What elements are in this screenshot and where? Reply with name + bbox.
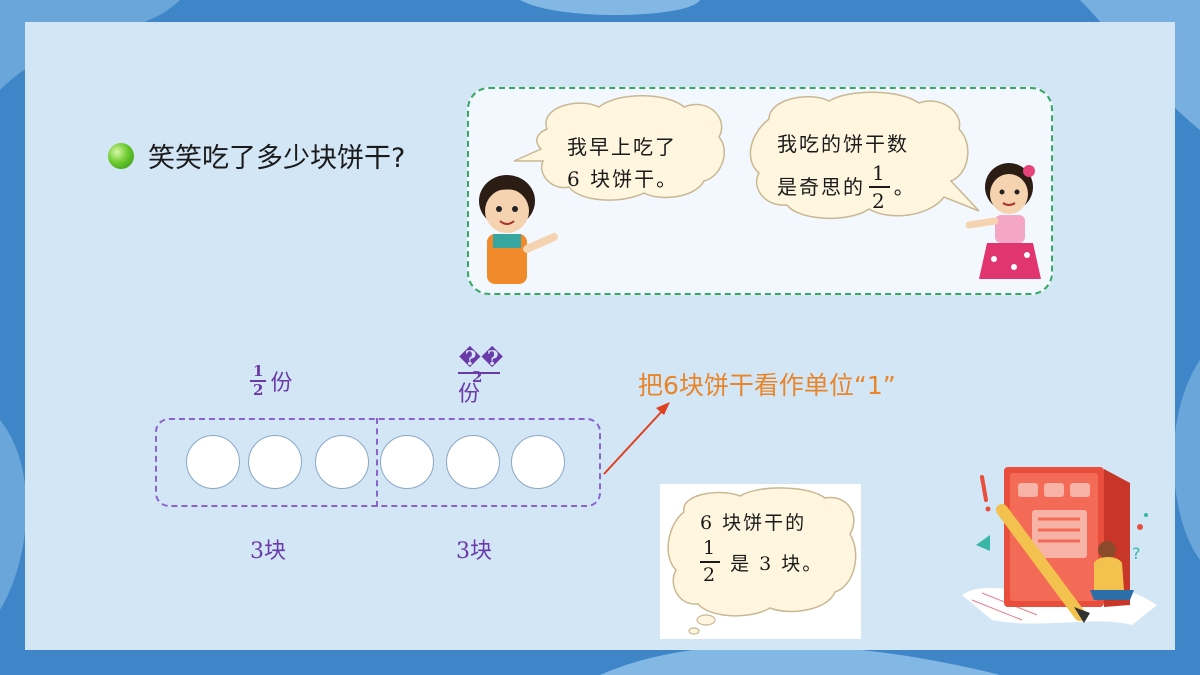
biscuit-group-box — [155, 418, 601, 507]
arrow-icon — [603, 402, 670, 475]
card-fraction-bar — [700, 561, 721, 563]
dialog-box: 我早上吃了 6 块饼干。 我吃的饼干数 是奇思的 1 2 。 — [467, 87, 1053, 295]
svg-text:?: ? — [1132, 544, 1141, 563]
girl-line-2-prefix: 是奇思的 — [777, 175, 865, 199]
left-half-label: 1 2 份 — [246, 364, 292, 398]
card-fraction: 1 2 — [700, 537, 721, 586]
left-fraction-bar — [250, 380, 267, 382]
biscuit-2 — [248, 435, 302, 489]
question-text: 笑笑吃了多少块饼干? — [148, 143, 406, 174]
girl-illustration — [965, 163, 1041, 279]
book-reading-illustration: ? — [962, 467, 1157, 625]
card-line-2: 1 2 是 3 块。 — [700, 539, 823, 585]
right-label-top: �� — [458, 346, 504, 370]
right-fraction-bar — [458, 372, 500, 374]
right-label-bottom: 2 份 — [456, 368, 506, 407]
card-fraction-numerator: 1 — [703, 537, 718, 559]
half-divider — [376, 418, 378, 507]
girl-line-1: 我吃的饼干数 — [777, 132, 909, 156]
green-dot-icon — [108, 142, 134, 169]
conclusion-card: 6 块饼干的 1 2 是 3 块。 — [660, 484, 861, 639]
card-text: 6 块饼干的 1 2 是 3 块。 — [700, 508, 823, 585]
girl-fraction-numerator: 1 — [872, 161, 887, 185]
right-half-unit: 份 — [458, 381, 481, 407]
card-line-1: 6 块饼干的 — [700, 512, 807, 534]
card-fraction-denominator: 2 — [703, 564, 718, 586]
biscuit-6 — [511, 435, 565, 489]
question-row: 笑笑吃了多少块饼干? — [108, 136, 405, 175]
girl-fraction: 1 2 — [869, 163, 890, 211]
biscuit-3 — [315, 435, 369, 489]
girl-line-2-suffix: 。 — [893, 175, 916, 199]
left-blocks-label: 3块 — [250, 539, 286, 564]
girl-line-2: 是奇思的 1 2 。 — [777, 163, 916, 211]
girl-speech-bubble — [749, 91, 980, 219]
boy-speech-bubble — [513, 95, 725, 201]
left-half-fraction: 1 2 — [250, 362, 267, 399]
boy-speech-text: 我早上吃了 6 块饼干。 — [567, 131, 678, 195]
right-blocks-label: 3块 — [456, 539, 492, 564]
biscuit-1 — [186, 435, 240, 489]
boy-line-1: 我早上吃了 — [567, 135, 677, 159]
boy-illustration — [479, 175, 558, 284]
biscuit-5 — [446, 435, 500, 489]
girl-fraction-bar — [869, 186, 890, 188]
left-half-unit: 份 — [270, 370, 293, 396]
boy-line-2: 6 块饼干。 — [567, 167, 679, 191]
girl-fraction-denominator: 2 — [872, 189, 887, 213]
left-fraction-numerator: 1 — [253, 362, 264, 380]
girl-speech-text: 我吃的饼干数 是奇思的 1 2 。 — [777, 129, 916, 211]
left-fraction-denominator: 2 — [253, 380, 264, 399]
right-fraction-denominator: 2 — [472, 367, 483, 386]
unit-note: 把6块饼干看作单位“1” — [638, 371, 896, 400]
biscuit-4 — [380, 435, 434, 489]
right-half-label: �� 2 份 — [456, 346, 506, 407]
card-line-2-suffix: 是 3 块。 — [730, 552, 824, 575]
card-thought-bubble — [667, 487, 857, 617]
